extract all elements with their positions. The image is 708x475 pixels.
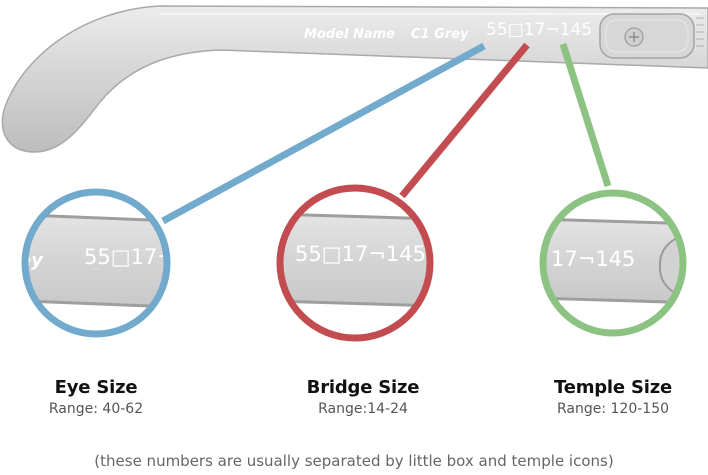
eye-connector-line — [161, 42, 486, 225]
hinge-plate — [599, 13, 695, 59]
temple-connector-line — [559, 42, 612, 188]
bridge-zoom-size-text: 55□17¬145 — [295, 242, 426, 266]
hinge-grip-lines — [696, 17, 704, 47]
bridge-size-caption: Bridge Size Range:14-24 — [278, 377, 448, 417]
eye-size-range: Range: 40-62 — [48, 401, 144, 417]
bridge-size-range: Range:14-24 — [318, 401, 408, 417]
temple-size-magnifier: 17¬145 — [539, 189, 687, 337]
temple-size-range: Range: 120-150 — [556, 401, 670, 417]
eye-size-magnifier: rey 55□17¬ — [10, 188, 175, 338]
eye-zoom-model-text: rey — [10, 250, 44, 271]
temple-zoom-size-text: 17¬145 — [551, 247, 635, 271]
eye-magnifier-ring — [21, 188, 171, 338]
temple-magnifier-ring — [539, 189, 687, 337]
bridge-magnifier-ring — [276, 184, 434, 342]
bridge-size-magnifier: 55□17¬145 — [276, 184, 434, 342]
eye-size-title: Eye Size — [54, 377, 138, 398]
temple-size-title: Temple Size — [554, 377, 672, 398]
bridge-size-title: Bridge Size — [306, 377, 420, 398]
eye-zoom-size-text: 55□17¬ — [84, 245, 175, 269]
model-name-text: Model Name — [304, 27, 395, 42]
eye-size-caption: Eye Size Range: 40-62 — [21, 377, 171, 417]
footnote-text: (these numbers are usually separated by … — [94, 452, 614, 470]
size-code-text: 55□17¬145 — [486, 20, 592, 40]
bridge-connector-line — [399, 42, 530, 199]
temple-size-caption: Temple Size Range: 120-150 — [533, 377, 693, 417]
hinge-screw-icon — [624, 27, 644, 47]
color-code-text: C1 Grey — [411, 27, 469, 42]
